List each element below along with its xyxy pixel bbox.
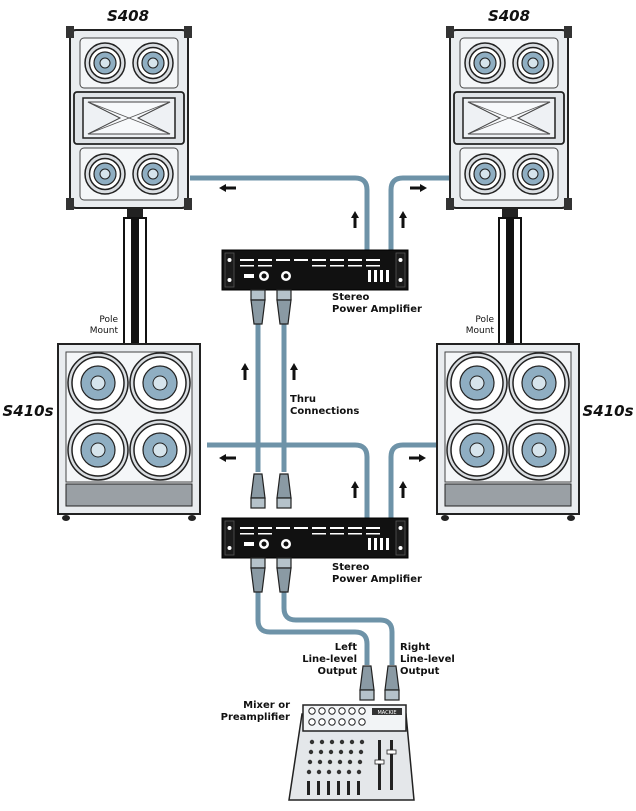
s410s-left-title: S410s xyxy=(2,402,53,420)
xlr-connectors xyxy=(250,289,400,701)
arrow-up-thru-1 xyxy=(241,363,249,380)
cable-bottom-amp-to-right-sub xyxy=(388,442,437,520)
signal-arrows xyxy=(219,184,427,498)
pole-mount-left-line1: Pole xyxy=(99,315,118,325)
right-output-line2: Line-level xyxy=(400,654,455,665)
bottom-amp-label-line2: Power Amplifier xyxy=(332,574,422,585)
pole-mount-right-line2: Mount xyxy=(466,326,495,336)
mixer: MACKIE xyxy=(288,704,415,801)
cable-bottom-amp-to-left-sub xyxy=(207,442,370,520)
pole-mount-right-line1: Pole xyxy=(475,315,494,325)
cables xyxy=(190,175,452,665)
s408-left-title: S408 xyxy=(107,7,149,25)
left-output-line3: Output xyxy=(318,666,358,677)
arrow-right-top xyxy=(410,184,427,192)
mixer-brand: MACKIE xyxy=(377,710,396,716)
cable-top-amp-to-left-s408 xyxy=(190,175,370,255)
stereo-power-amplifier-top xyxy=(221,249,409,291)
s410s-right-title: S410s xyxy=(582,402,633,420)
cable-left-output xyxy=(255,580,370,665)
pole-mount-left-line2: Mount xyxy=(90,326,119,336)
arrow-left-top xyxy=(219,184,236,192)
s408-right-title: S408 xyxy=(488,7,530,25)
right-output-line3: Output xyxy=(400,666,440,677)
mixer-label-line2: Preamplifier xyxy=(221,712,290,723)
arrow-right-bottom xyxy=(409,454,426,462)
left-output-line2: Line-level xyxy=(302,654,357,665)
speaker-s408-right xyxy=(446,26,572,345)
speaker-s408-left xyxy=(66,26,192,345)
subwoofer-s410s-right xyxy=(436,343,580,521)
arrow-up-top-1 xyxy=(351,211,359,228)
right-output-line1: Right xyxy=(400,642,430,653)
arrow-up-thru-2 xyxy=(290,363,298,380)
stereo-power-amplifier-bottom xyxy=(221,517,409,559)
left-output-line1: Left xyxy=(335,642,358,653)
top-amp-label-line2: Power Amplifier xyxy=(332,304,422,315)
top-amp-label-line1: Stereo xyxy=(332,292,369,303)
mixer-label-line1: Mixer or xyxy=(243,700,290,711)
thru-label-line2: Connections xyxy=(290,406,359,417)
arrow-left-bottom xyxy=(219,454,236,462)
thru-label-line1: Thru xyxy=(290,394,316,405)
bottom-amp-label-line1: Stereo xyxy=(332,562,369,573)
subwoofer-s410s-left xyxy=(57,343,201,521)
cable-top-amp-to-right-s408 xyxy=(388,175,452,255)
arrow-up-bottom-2 xyxy=(399,481,407,498)
arrow-up-bottom-1 xyxy=(351,481,359,498)
cable-right-output xyxy=(281,580,395,665)
arrow-up-top-2 xyxy=(399,211,407,228)
